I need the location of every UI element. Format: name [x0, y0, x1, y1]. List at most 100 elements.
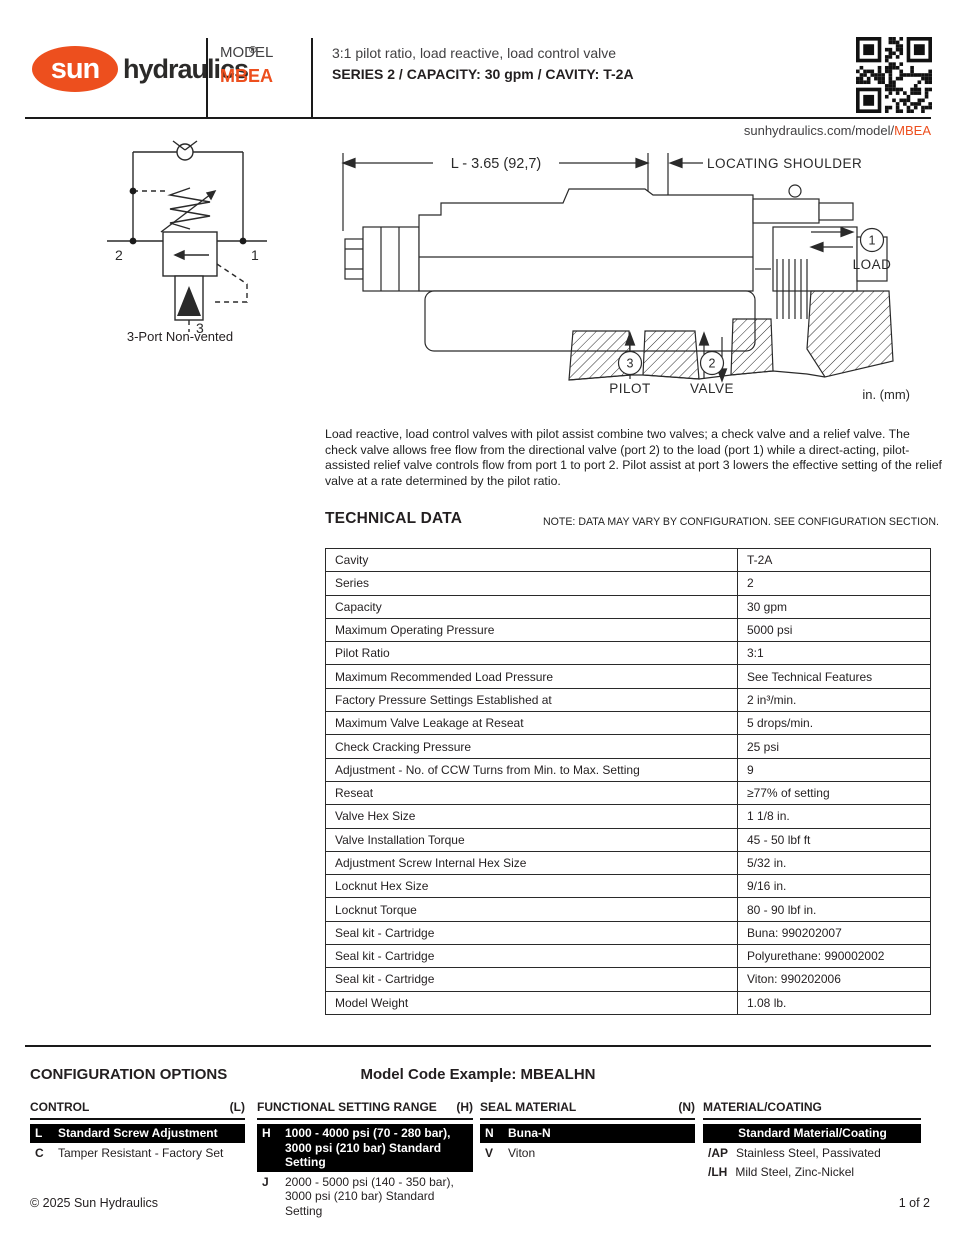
config-column-code: (L)	[229, 1100, 245, 1114]
table-cell-value: 80 - 90 lbf in.	[737, 897, 931, 922]
table-cell-value: Polyurethane: 990002002	[737, 944, 931, 969]
table-cell-label: Seal kit - Cartridge	[325, 920, 738, 946]
header-rule	[25, 117, 931, 119]
dimension-label: L - 3.65 (92,7)	[451, 156, 542, 172]
table-cell-value: 30 gpm	[737, 594, 931, 619]
technical-data-heading: TECHNICAL DATA	[325, 510, 463, 527]
table-cell-value: See Technical Features	[737, 664, 931, 689]
sun-hydraulics-logo: sun hydraulics®	[32, 44, 257, 92]
table-cell-label: Seal kit - Cartridge	[325, 944, 738, 969]
symbol-port-3: 3	[196, 320, 204, 336]
config-option-label: Standard Material/Coating	[738, 1126, 887, 1140]
units-label: in. (mm)	[862, 387, 910, 402]
header-divider-1	[206, 38, 208, 118]
table-cell-label: Series	[325, 571, 738, 596]
qr-code-icon	[856, 37, 932, 113]
table-cell-value: 3:1	[737, 641, 931, 666]
config-option-code: L	[35, 1126, 43, 1140]
config-option-code: J	[262, 1174, 269, 1189]
table-cell-value: 9/16 in.	[737, 874, 931, 899]
config-option-code: /AP	[708, 1145, 729, 1160]
page-subtitle: SERIES 2 / CAPACITY: 30 gpm / CAVITY: T-…	[332, 66, 634, 82]
config-option: Standard Material/Coating	[703, 1124, 921, 1143]
table-cell-label: Reseat	[325, 780, 738, 806]
table-row: Adjustment - No. of CCW Turns from Min. …	[325, 757, 931, 782]
table-cell-value: 5000 psi	[737, 617, 931, 643]
table-cell-label: Adjustment - No. of CCW Turns from Min. …	[325, 757, 738, 782]
port-1-label: LOAD	[853, 257, 892, 272]
config-column-title: CONTROL	[30, 1100, 90, 1114]
sun-logo-ellipse: sun	[32, 46, 118, 92]
product-description: Load reactive, load control valves with …	[325, 427, 942, 488]
port-3-label: PILOT	[609, 381, 651, 396]
table-cell-label: Maximum Recommended Load Pressure	[325, 664, 738, 689]
section-rule	[25, 1045, 931, 1047]
symbol-port-2: 2	[115, 247, 123, 263]
table-row: Factory Pressure Settings Established at…	[325, 687, 931, 713]
config-option-label: Buna-N	[508, 1126, 551, 1140]
hydraulic-symbol: 2 1 3	[95, 136, 275, 341]
port-1-number: 1	[869, 234, 876, 248]
port-2-label: VALVE	[690, 381, 734, 396]
table-cell-value: Buna: 990202007	[737, 920, 931, 946]
page-title: 3:1 pilot ratio, load reactive, load con…	[332, 45, 617, 61]
table-cell-value: 2 in³/min.	[737, 687, 931, 713]
config-column-title: SEAL MATERIAL	[480, 1100, 577, 1114]
model-code-example: Model Code Example: MBEALHN	[360, 1066, 596, 1083]
config-option-code: H	[262, 1126, 271, 1140]
table-cell-label: Maximum Valve Leakage at Reseat	[325, 711, 738, 736]
locating-shoulder-label: LOCATING SHOULDER	[707, 156, 862, 171]
configuration-heading: CONFIGURATION OPTIONS	[30, 1066, 228, 1083]
table-row: Reseat≥77% of setting	[325, 780, 931, 806]
table-cell-label: Cavity	[325, 547, 738, 573]
table-cell-value: 9	[737, 757, 931, 782]
config-option-label: 1000 - 4000 psi (70 - 280 bar), 3000 psi…	[285, 1126, 451, 1169]
table-cell-label: Pilot Ratio	[325, 641, 738, 666]
table-cell-label: Locknut Torque	[325, 897, 738, 922]
config-option-label: Standard Screw Adjustment	[58, 1126, 218, 1140]
table-cell-label: Adjustment Screw Internal Hex Size	[325, 850, 738, 876]
table-cell-value: T-2A	[737, 547, 931, 573]
table-cell-value: 5/32 in.	[737, 850, 931, 876]
header-divider-2	[311, 38, 313, 118]
model-label: MODEL	[220, 44, 274, 61]
technical-data-note: NOTE: DATA MAY VARY BY CONFIGURATION. SE…	[543, 516, 939, 528]
table-cell-value: 45 - 50 lbf ft	[737, 827, 931, 852]
table-cell-label: Valve Hex Size	[325, 804, 738, 829]
port-3-number: 3	[627, 357, 634, 371]
logo-sun-text: sun	[50, 52, 101, 85]
config-column-code: (N)	[678, 1100, 695, 1114]
table-cell-value: Viton: 990202006	[737, 967, 931, 992]
model-page-link[interactable]: sunhydraulics.com/model/MBEA	[743, 123, 931, 138]
registered-mark: ®	[249, 44, 256, 56]
config-option-code: C	[35, 1145, 44, 1160]
config-option-list: H 1000 - 4000 psi (70 - 280 bar), 3000 ps…	[257, 1124, 473, 1220]
table-cell-value: 1 1/8 in.	[737, 804, 931, 829]
config-option-code: /LH	[708, 1165, 728, 1179]
config-option-label: Tamper Resistant - Factory Set	[58, 1145, 224, 1160]
